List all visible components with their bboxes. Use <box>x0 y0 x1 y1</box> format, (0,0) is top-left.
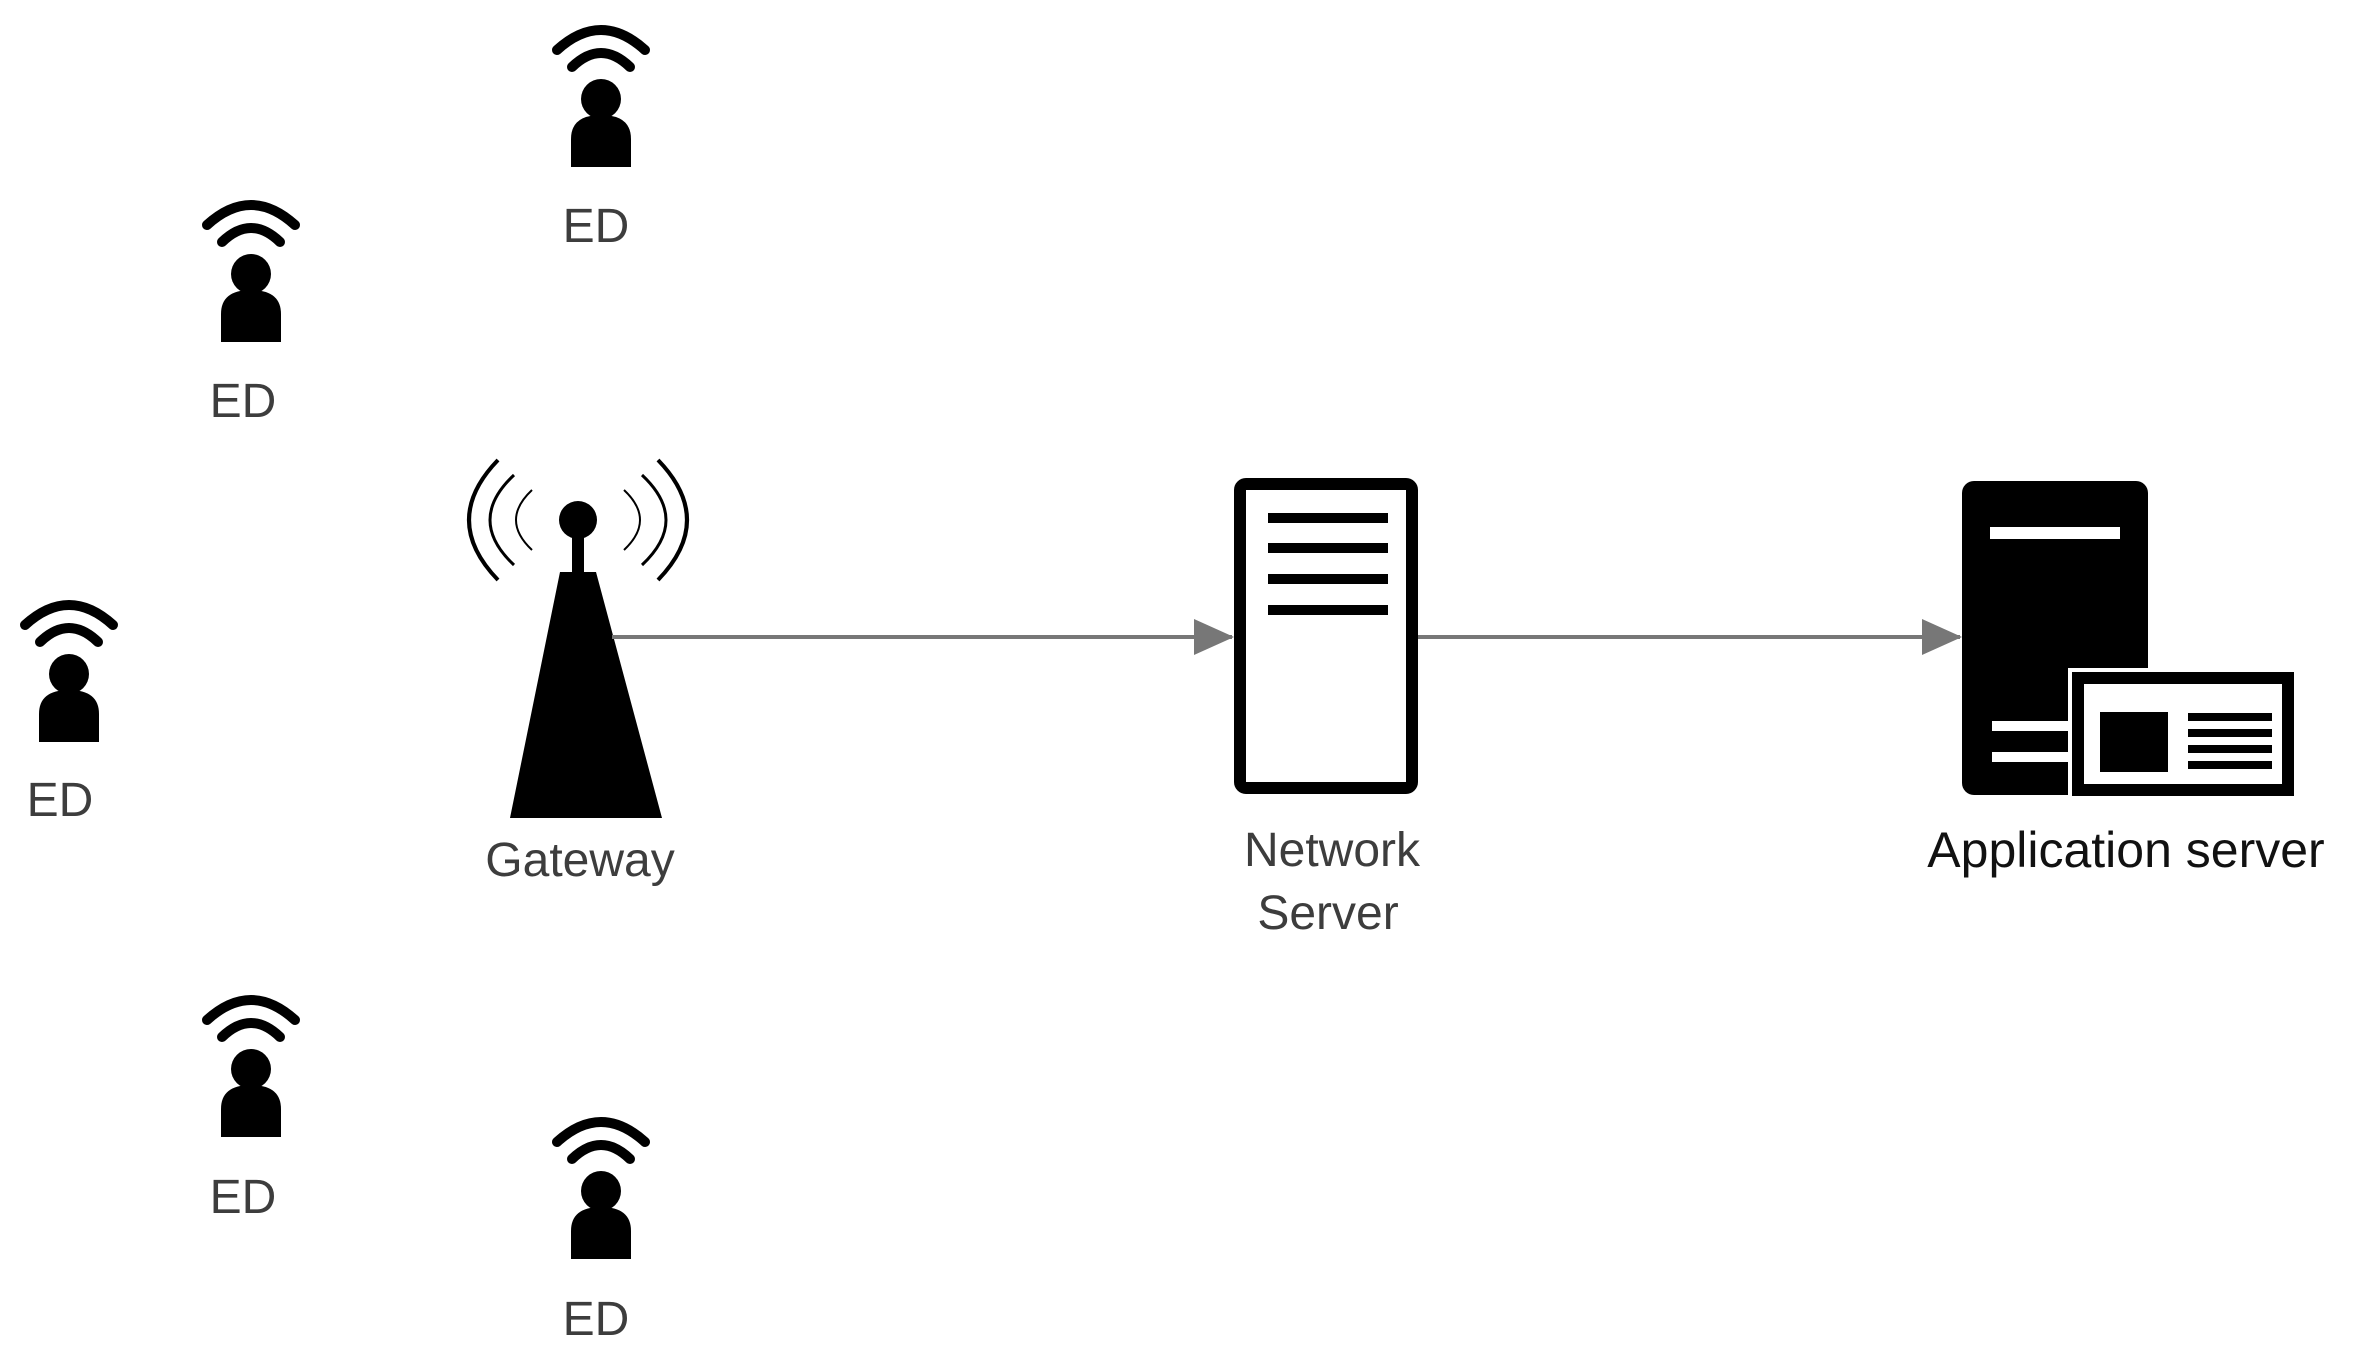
end-device-2: ED <box>207 205 295 428</box>
application-server-label: Application server <box>1927 822 2324 878</box>
end-device-3: ED <box>25 605 113 827</box>
end-device-icon <box>207 205 295 342</box>
gateway-node: Gateway <box>467 458 689 887</box>
end-device-icon <box>207 1000 295 1137</box>
end-device-label: ED <box>210 1171 277 1224</box>
end-device-icon <box>25 605 113 742</box>
network-server-label-line2: Server <box>1257 887 1398 940</box>
application-server-icon <box>1962 481 2296 798</box>
end-device-5: ED <box>557 1122 645 1346</box>
end-device-4: ED <box>207 1000 295 1224</box>
gateway-label: Gateway <box>485 834 674 887</box>
application-server-node: Application server <box>1927 481 2325 878</box>
end-device-label: ED <box>563 200 630 253</box>
end-device-label: ED <box>210 375 277 428</box>
server-rack-icon <box>1234 478 1418 794</box>
network-server-node: Network Server <box>1234 478 1421 940</box>
end-device-icon <box>557 30 645 167</box>
end-device-1: ED <box>557 30 645 253</box>
end-device-icon <box>557 1122 645 1259</box>
network-server-label-line1: Network <box>1244 824 1421 877</box>
end-device-label: ED <box>27 774 94 827</box>
end-device-label: ED <box>563 1293 630 1346</box>
radio-tower-icon <box>467 458 689 818</box>
